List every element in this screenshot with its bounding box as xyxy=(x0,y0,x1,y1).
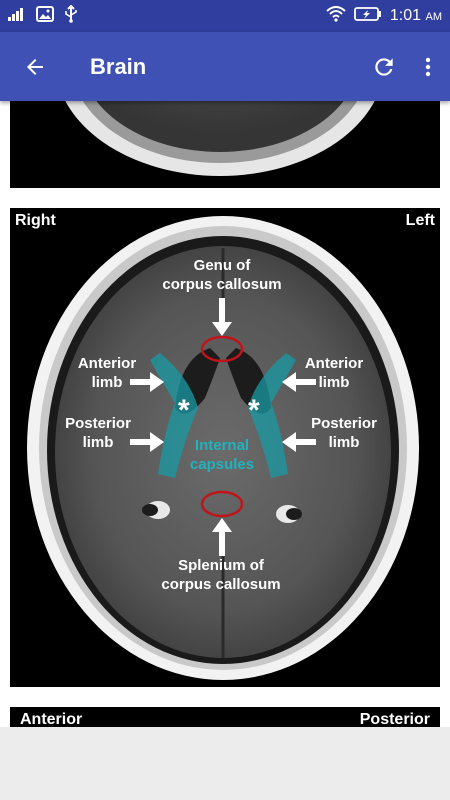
refresh-icon xyxy=(375,57,393,76)
orientation-right-label: Right xyxy=(15,212,56,229)
refresh-button[interactable] xyxy=(362,32,406,101)
time-text: 1:01 xyxy=(389,7,422,24)
posterior-limb-left-label: Posterior limb xyxy=(311,415,377,451)
bottom-panel xyxy=(0,727,450,800)
more-vert-icon xyxy=(425,57,431,76)
orientation-posterior-label: Posterior xyxy=(359,711,430,727)
battery-charging-icon xyxy=(354,7,382,25)
ampm-text: AM xyxy=(425,11,443,23)
genu-label: Genu of corpus callosum xyxy=(162,257,282,293)
asterisk-left-marker: * xyxy=(248,394,260,427)
internal-capsules-label: Internal capsules xyxy=(189,437,255,473)
orientation-anterior-label: Anterior xyxy=(20,711,83,727)
signal-icon xyxy=(8,7,26,25)
asterisk-right-marker: * xyxy=(178,394,190,427)
splenium-label: Splenium of corpus callosum xyxy=(161,557,281,593)
ct-image-axial[interactable]: Right Left Genu of corpus callosum Anter… xyxy=(10,208,440,687)
status-bar: 1:01 AM xyxy=(0,0,450,32)
gallery-icon xyxy=(36,6,54,26)
image-list[interactable]: Right Left Genu of corpus callosum Anter… xyxy=(0,101,450,727)
ct-image-previous xyxy=(10,101,440,188)
anterior-limb-left-label: Anterior limb xyxy=(304,355,364,391)
posterior-limb-right-label: Posterior limb xyxy=(65,415,131,451)
ct-image-next[interactable]: Anterior Posterior xyxy=(10,707,440,727)
back-button[interactable] xyxy=(0,32,70,101)
anterior-limb-right-label: Anterior limb xyxy=(77,355,137,391)
status-time: 1:01 AM xyxy=(390,7,442,25)
back-arrow-icon xyxy=(27,58,43,75)
app-bar: Brain xyxy=(0,32,450,101)
usb-icon xyxy=(64,4,78,27)
page-title: Brain xyxy=(90,53,147,79)
wifi-icon xyxy=(326,6,346,26)
orientation-left-label: Left xyxy=(405,212,435,229)
more-options-button[interactable] xyxy=(406,32,450,101)
